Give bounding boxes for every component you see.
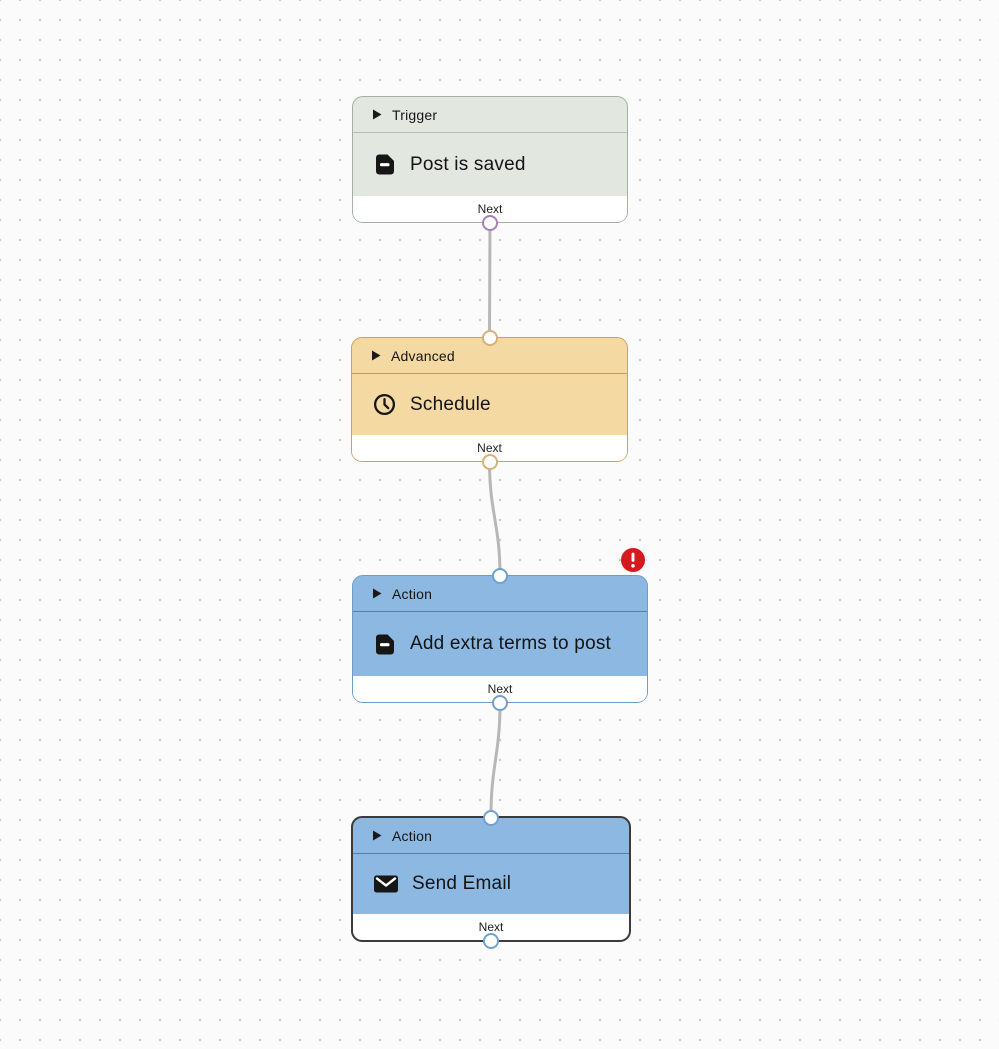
next-label: Next: [477, 202, 503, 216]
add-extra-terms-node[interactable]: Action Add extra terms to post Next: [352, 548, 648, 711]
output-port[interactable]: [481, 453, 498, 470]
input-port[interactable]: [492, 567, 508, 584]
collapse-triangle-icon: [371, 350, 381, 361]
output-port[interactable]: [482, 214, 498, 231]
node-title: Send Email: [412, 873, 512, 894]
clock-icon: [372, 392, 397, 417]
exclamation-icon: [621, 548, 645, 572]
node-body: Send Email: [353, 854, 629, 914]
connector-schedule-to-add-terms: [488, 460, 502, 577]
trigger-node[interactable]: Trigger Post is saved Next: [352, 96, 628, 231]
connector-add-terms-to-send-email: [489, 701, 502, 818]
connector-trigger-to-schedule: [488, 221, 492, 339]
node-title: Schedule: [410, 393, 491, 415]
next-label: Next: [477, 441, 502, 455]
output-port[interactable]: [492, 694, 508, 711]
node-body: Add extra terms to post: [353, 612, 647, 676]
node-header[interactable]: Trigger: [353, 97, 627, 133]
next-label: Next: [487, 682, 513, 696]
input-port[interactable]: [481, 329, 498, 346]
node-category-label: Advanced: [391, 347, 455, 364]
node-header[interactable]: Action: [353, 576, 647, 612]
envelope-icon: [373, 873, 399, 895]
output-port[interactable]: [483, 932, 499, 949]
input-port[interactable]: [483, 809, 499, 826]
node-body: Post is saved: [353, 133, 627, 196]
send-email-node[interactable]: Action Send Email Next: [351, 809, 631, 949]
node-title: Add extra terms to post: [410, 633, 612, 654]
node-body: Schedule: [352, 374, 627, 435]
node-header[interactable]: Advanced: [352, 338, 627, 374]
node-header[interactable]: Action: [353, 818, 629, 854]
document-icon: [373, 152, 397, 177]
schedule-node[interactable]: Advanced Schedule Next: [351, 329, 628, 470]
collapse-triangle-icon: [372, 109, 382, 120]
node-category-label: Action: [392, 585, 433, 602]
node-category-label: Action: [392, 827, 433, 844]
error-badge[interactable]: [621, 548, 645, 572]
node-category-label: Trigger: [392, 106, 438, 123]
collapse-triangle-icon: [372, 830, 382, 841]
next-label: Next: [478, 920, 504, 934]
node-title: Post is saved: [410, 153, 526, 175]
collapse-triangle-icon: [372, 588, 382, 599]
document-icon: [373, 632, 397, 657]
